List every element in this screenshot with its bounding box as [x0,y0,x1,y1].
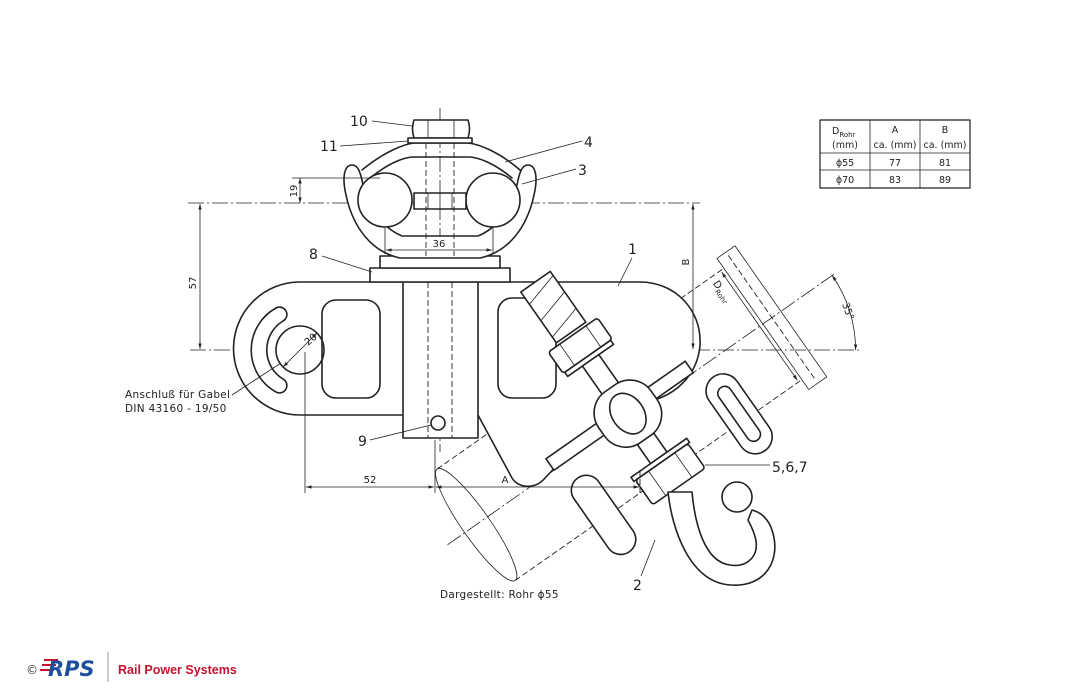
leader-2 [640,539,656,577]
leader-4 [504,140,583,163]
angle-dimension-arc [831,275,858,351]
part-label-4: 4 [584,135,593,151]
dimension-36: 36 [433,239,446,250]
fork-connection-note-line-2: DIN 43160 - 19/50 [125,403,227,415]
part-label-11: 11 [320,139,338,155]
bracket-left [570,474,637,556]
table-cell: ϕ55 [836,158,854,169]
thread-line [540,291,565,321]
upper-nut-face [585,325,602,348]
upper-nut-face [559,343,575,366]
swivel-eye-hole [608,392,647,435]
dimension-table: DRohr (mm) A ca. (mm) B ca. (mm) ϕ55 77 … [819,119,971,189]
shown-pipe-note: Dargestellt: Rohr ϕ55 [440,589,559,601]
table-cell: ϕ70 [836,175,854,186]
leader-8 [321,255,373,273]
lower-nut-face [674,452,693,478]
leader-1 [617,257,633,287]
table-cell: 89 [939,175,951,186]
part-label-2: 2 [633,578,642,594]
table-border [819,119,971,189]
table-header-a-unit: ca. (mm) [873,140,916,151]
swivel-bolt-assembly [519,270,773,556]
lower-nut-part-5-6-7 [635,443,705,505]
clamp-ball-left [357,172,413,228]
dimension-52: 52 [364,475,377,486]
cross-hole-part-9 [430,415,446,431]
part-label-10: 10 [350,114,368,130]
part-label-9: 9 [358,434,367,450]
pipe-diameter-label-sub: Rohr [713,288,729,306]
threaded-stub [519,270,587,344]
thread-line [529,275,554,305]
leader-9 [369,424,432,441]
lower-nut-face [648,470,667,496]
angle-35-degrees: 35° [839,301,855,321]
washer-part-11 [407,137,473,144]
part-label-5-6-7: 5,6,7 [772,460,808,476]
hook-part-2 [667,491,776,586]
washer-plate-part-8 [369,267,511,283]
table-header-a: A [892,125,899,136]
body-slot-c-shaped [250,306,288,394]
table-cell: 83 [889,175,901,186]
part-label-8: 8 [309,247,318,263]
clamp-upper-arc-inner [369,156,513,179]
copyright-symbol: © [26,663,38,677]
dimension-b: B [681,258,692,265]
company-name: Rail Power Systems [118,663,237,677]
table-cell: 77 [889,158,901,169]
pipe-diameter-dimension-line [721,271,798,381]
hex-bolt-head-part-10 [411,119,471,139]
rps-logo: RPS [48,657,95,681]
cylinder-sleeve [402,281,479,439]
clamp-ball-right [465,172,521,228]
dimension-a: A [502,475,509,486]
leader-11 [339,140,409,147]
thread-line [552,308,577,338]
table-header-b: B [942,125,949,136]
leader-10 [371,120,413,127]
fork-connection-note-line-1: Anschluß für Gabel [125,389,230,401]
hole-diameter-dimension-line [282,332,318,368]
table-cell: 81 [939,158,951,169]
table-header-diameter-unit: (mm) [832,140,858,151]
table-header-diameter-sub: Rohr [839,131,855,139]
table-header-diameter: DRohr [832,126,856,139]
leader-3 [521,168,577,185]
dimension-19: 19 [289,185,300,198]
fork-connection-hole [275,325,325,375]
loop-right-inner [716,385,762,443]
table-header-diameter-main: D [832,126,839,137]
table-header-b-unit: ca. (mm) [923,140,966,151]
part-label-1: 1 [628,242,637,258]
hook-tip [721,481,753,513]
footer-branding: © RPS Rail Power Systems [26,652,237,682]
body-slot-left [321,299,381,399]
leader-fork-connection [231,362,282,396]
dimension-57: 57 [188,277,199,290]
part-label-3: 3 [578,163,587,179]
